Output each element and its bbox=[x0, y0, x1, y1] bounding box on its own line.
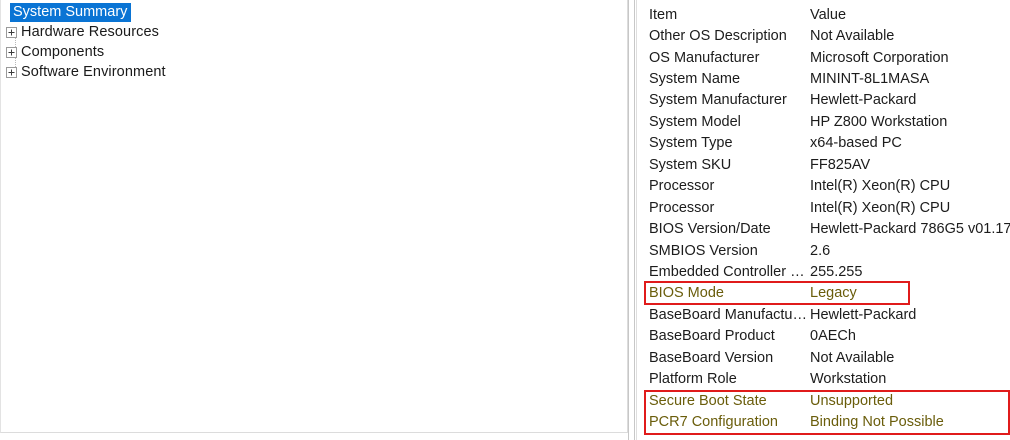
tree-item-software-environment[interactable]: Software Environment bbox=[3, 62, 627, 82]
row-item-name: System Model bbox=[649, 113, 741, 130]
tree-item-selected-highlight: System Summary bbox=[10, 2, 132, 22]
table-row[interactable]: System Type x64-based PC bbox=[644, 133, 1010, 154]
row-item-value: Hewlett-Packard 786G5 v01.17, 8/ bbox=[810, 221, 1010, 238]
row-item-value: Microsoft Corporation bbox=[810, 49, 949, 66]
row-item-name: PCR7 Configuration bbox=[649, 414, 778, 431]
row-item-value: x64-based PC bbox=[810, 135, 902, 152]
row-item-value: Hewlett-Packard bbox=[810, 92, 917, 109]
row-item-value: HP Z800 Workstation bbox=[810, 113, 948, 130]
row-item-name: BaseBoard Manufacturer bbox=[649, 306, 810, 323]
expand-plus-icon[interactable] bbox=[3, 62, 20, 82]
table-row[interactable]: System Model HP Z800 Workstation bbox=[644, 111, 1010, 132]
row-item-value: 2.6 bbox=[810, 242, 831, 259]
table-row[interactable]: BaseBoard Product 0AECh bbox=[644, 326, 1010, 347]
row-item-name: System Manufacturer bbox=[649, 92, 787, 109]
tree-item-components[interactable]: Components bbox=[3, 42, 627, 62]
table-row[interactable]: Processor Intel(R) Xeon(R) CPUE5506 bbox=[644, 197, 1010, 218]
table-row[interactable]: BIOS Version/Date Hewlett-Packard 786G5 v… bbox=[644, 218, 1010, 239]
tree-item-system-summary[interactable]: System Summary bbox=[3, 2, 627, 22]
row-item-value: Hewlett-Packard bbox=[810, 306, 917, 323]
row-item-name: Processor bbox=[649, 199, 715, 216]
splitter-line-left bbox=[628, 0, 629, 440]
column-header-value[interactable]: Value bbox=[810, 6, 847, 23]
row-item-value: 0AECh bbox=[810, 328, 856, 345]
row-item-name: System Name bbox=[649, 71, 741, 88]
tree-item-label: Software Environment bbox=[21, 64, 166, 80]
table-row[interactable]: Processor Intel(R) Xeon(R) CPUE5506 bbox=[644, 176, 1010, 197]
row-item-name: BaseBoard Version bbox=[649, 349, 774, 366]
row-item-value: 255.255 bbox=[810, 263, 863, 280]
row-item-name: Other OS Description bbox=[649, 28, 787, 45]
row-value-primary: Intel(R) Xeon(R) CPU bbox=[810, 199, 951, 216]
table-row[interactable]: OS Manufacturer Microsoft Corporation bbox=[644, 47, 1010, 68]
row-item-name: System SKU bbox=[649, 156, 732, 173]
table-row[interactable]: BIOS Mode Legacy bbox=[644, 283, 1010, 304]
grid-header-row: Item Value bbox=[644, 4, 1010, 25]
row-value-primary: Intel(R) Xeon(R) CPU bbox=[810, 178, 951, 195]
table-row[interactable]: System Manufacturer Hewlett-Packard bbox=[644, 90, 1010, 111]
table-row[interactable]: System SKU FF825AV bbox=[644, 154, 1010, 175]
row-item-value: Workstation bbox=[810, 371, 887, 388]
row-item-value: MININT-8L1MASA bbox=[810, 71, 930, 88]
table-row[interactable]: Embedded Controller V...255.255 bbox=[644, 261, 1010, 282]
row-item-value: Intel(R) Xeon(R) CPUE5506 bbox=[810, 178, 1010, 194]
table-row[interactable]: SMBIOS Version 2.6 bbox=[644, 240, 1010, 261]
table-row[interactable]: BaseBoard Version Not Available bbox=[644, 347, 1010, 368]
row-item-value: Intel(R) Xeon(R) CPUE5506 bbox=[810, 200, 1010, 216]
row-item-name: Secure Boot State bbox=[649, 392, 767, 409]
splitter-line-mid bbox=[634, 0, 635, 440]
row-item-value: Binding Not Possible bbox=[810, 414, 944, 431]
tree-item-label: Hardware Resources bbox=[21, 24, 159, 40]
table-row[interactable]: PCR7 Configuration Binding Not Possible bbox=[644, 411, 1010, 432]
splitter-line-right bbox=[636, 0, 637, 440]
pane-splitter[interactable] bbox=[628, 0, 640, 440]
column-header-item[interactable]: Item bbox=[649, 6, 678, 23]
row-item-name: BaseBoard Product bbox=[649, 328, 775, 345]
row-item-name: OS Manufacturer bbox=[649, 49, 760, 66]
table-row[interactable]: Secure Boot State Unsupported bbox=[644, 390, 1010, 411]
row-item-value: Not Available bbox=[810, 349, 895, 366]
row-item-name: Platform Role bbox=[649, 371, 737, 388]
row-item-name: System Type bbox=[649, 135, 733, 152]
row-item-name: BIOS Mode bbox=[649, 285, 724, 302]
row-item-name: BIOS Version/Date bbox=[649, 221, 771, 238]
row-item-value: Unsupported bbox=[810, 392, 894, 409]
row-item-value: Legacy bbox=[810, 285, 857, 302]
table-row[interactable]: System Name MININT-8L1MASA bbox=[644, 68, 1010, 89]
table-row[interactable]: Other OS Description Not Available bbox=[644, 25, 1010, 46]
row-item-value: FF825AV bbox=[810, 156, 871, 173]
tree-item-hardware-resources[interactable]: Hardware Resources bbox=[3, 22, 627, 42]
row-item-name: SMBIOS Version bbox=[649, 242, 758, 259]
row-item-value: Not Available bbox=[810, 28, 895, 45]
row-item-name: Embedded Controller V... bbox=[649, 263, 810, 280]
expand-plus-icon[interactable] bbox=[3, 22, 20, 42]
expand-plus-icon[interactable] bbox=[3, 42, 20, 62]
table-row[interactable]: Platform Role Workstation bbox=[644, 368, 1010, 389]
tree-item-label: Components bbox=[21, 44, 105, 60]
row-item-name: Processor bbox=[649, 178, 715, 195]
